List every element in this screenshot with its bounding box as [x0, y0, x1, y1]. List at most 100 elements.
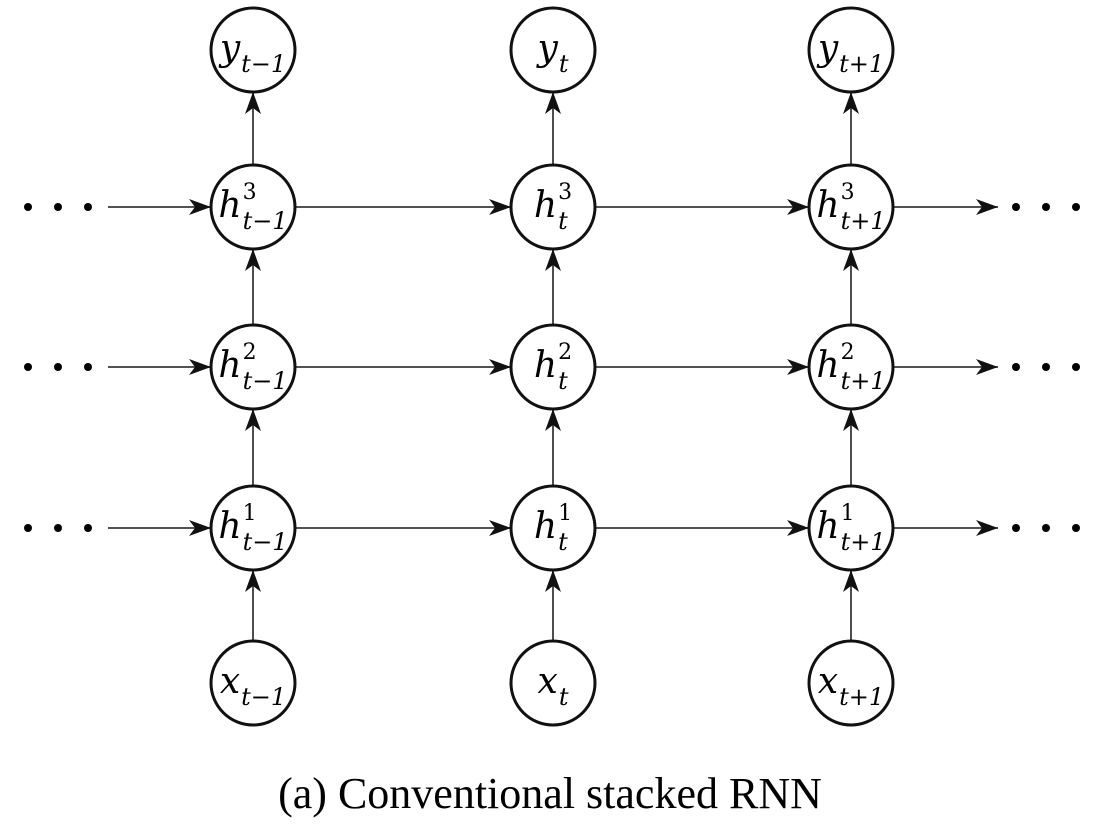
ellipsis-right-h1: ...	[1012, 524, 1080, 532]
arrow-h2-to-h3-next-arrowhead	[843, 249, 859, 271]
node-base-label: h	[534, 185, 557, 226]
node-superscript: 3	[558, 180, 572, 205]
arrow-h3-to-y-cur-arrowhead	[545, 92, 561, 114]
node-base-label: h	[218, 345, 241, 386]
figure-caption: (a) Conventional stacked RNN	[278, 769, 822, 818]
node-base-label: x	[220, 661, 240, 702]
arrow-h2-to-h3-cur-arrowhead	[545, 249, 561, 271]
ellipsis-dot	[1012, 524, 1020, 532]
node-superscript: 2	[841, 340, 855, 365]
node-subscript: t+1	[841, 367, 886, 395]
node-base-label: y	[816, 28, 839, 69]
arrow-out-h2-arrowhead	[976, 359, 998, 375]
node-circle	[807, 323, 895, 411]
node-subscript: t	[558, 207, 568, 235]
arrow-out-h1-arrowhead	[976, 520, 998, 536]
ellipsis-dot	[54, 524, 62, 532]
ellipsis-dot	[84, 363, 92, 371]
ellipsis-dot	[84, 524, 92, 532]
node-subscript: t−1	[243, 367, 288, 395]
node-superscript: 3	[841, 180, 855, 205]
node-base-label: h	[816, 185, 839, 226]
ellipsis-right-h2: ...	[1012, 363, 1080, 371]
arrow-h1-to-h2-prev	[245, 409, 261, 486]
node-superscript: 1	[243, 501, 257, 526]
ellipsis-dot	[1012, 363, 1020, 371]
node-subscript: t+1	[841, 528, 886, 556]
node-circle	[209, 484, 297, 572]
arrow-x-to-h1-cur-arrowhead	[545, 570, 561, 592]
node-base-label: x	[818, 661, 838, 702]
ellipsis-dot	[54, 203, 62, 211]
node-circle	[209, 323, 297, 411]
ellipsis-dot	[1042, 524, 1050, 532]
node-superscript: 2	[243, 340, 257, 365]
node-superscript: 3	[243, 180, 257, 205]
ellipsis-dot	[1072, 524, 1080, 532]
ellipsis-right-h3: ...	[1012, 203, 1080, 211]
ellipsis-dot	[1072, 203, 1080, 211]
node-subscript: t	[558, 367, 568, 395]
arrow-x-to-h1-cur	[545, 570, 561, 641]
arrow-h3-prev-to-cur	[295, 199, 511, 215]
arrow-h3-to-y-next-arrowhead	[843, 92, 859, 114]
arrow-h1-cur-to-next	[595, 520, 809, 536]
node-subscript: t−1	[241, 683, 286, 711]
node-base-label: h	[816, 345, 839, 386]
node-subscript: t+1	[839, 683, 884, 711]
ellipsis-dot	[24, 363, 32, 371]
arrow-h2-cur-to-next	[595, 359, 809, 375]
arrow-in-h1	[108, 520, 211, 536]
ellipsis-dot	[24, 524, 32, 532]
arrow-h1-prev-to-cur	[295, 520, 511, 536]
node-subscript: t	[558, 528, 568, 556]
arrow-h3-prev-to-cur-arrowhead	[489, 199, 511, 215]
arrow-out-h3-arrowhead	[976, 199, 998, 215]
arrow-h2-to-h3-cur	[545, 249, 561, 325]
node-base-label: h	[218, 506, 241, 547]
arrow-out-h3	[893, 199, 998, 215]
node-base-label: y	[536, 28, 559, 69]
node-base-label: h	[816, 506, 839, 547]
node-base-label: h	[218, 185, 241, 226]
node-circle	[807, 484, 895, 572]
arrow-h1-to-h2-next-arrowhead	[843, 409, 859, 431]
arrow-h1-to-h2-cur-arrowhead	[545, 409, 561, 431]
node-circle	[509, 484, 597, 572]
ellipsis-dot	[1042, 363, 1050, 371]
node-subscript: t	[559, 50, 569, 78]
arrow-in-h2	[108, 359, 211, 375]
node-circle	[807, 163, 895, 251]
node-circle	[807, 6, 895, 94]
node-subscript: t+1	[839, 50, 884, 78]
arrow-out-h1	[893, 520, 998, 536]
node-circle	[509, 639, 597, 727]
arrow-h3-cur-to-next-arrowhead	[787, 199, 809, 215]
arrow-h3-to-y-prev-arrowhead	[245, 92, 261, 114]
node-subscript: t	[559, 683, 569, 711]
node-subscript: t−1	[243, 207, 288, 235]
ellipsis-dot	[54, 363, 62, 371]
arrow-x-to-h1-prev-arrowhead	[245, 570, 261, 592]
node-circle	[209, 639, 297, 727]
arrow-x-to-h1-next	[843, 570, 859, 641]
node-superscript: 1	[558, 501, 572, 526]
node-subscript: t−1	[243, 528, 288, 556]
arrow-x-to-h1-prev	[245, 570, 261, 641]
ellipsis-dot	[1072, 363, 1080, 371]
ellipsis-dot	[84, 203, 92, 211]
node-circle	[509, 323, 597, 411]
